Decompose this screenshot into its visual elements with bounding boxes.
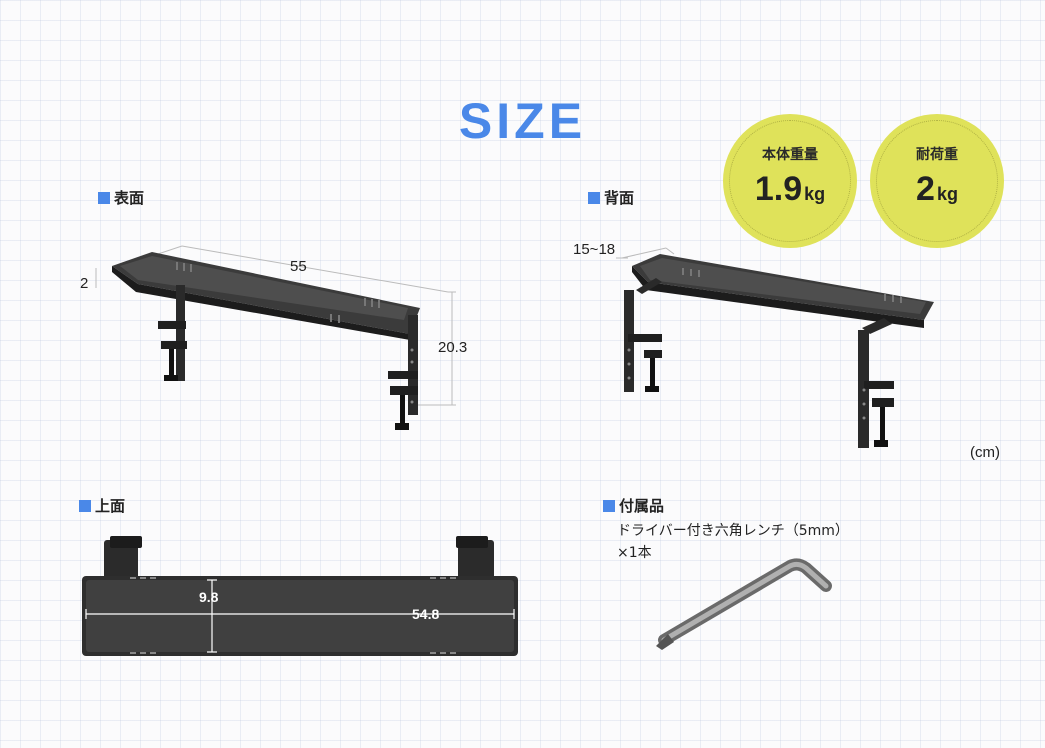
section-accessories: 付属品 xyxy=(603,495,664,516)
square-bullet-icon xyxy=(603,499,615,512)
accessory-quantity: ×1本 xyxy=(617,545,652,561)
square-bullet-icon xyxy=(98,191,110,204)
weight-unit: kg xyxy=(804,184,826,204)
accessory-description: ドライバー付き六角レンチ（5mm） ×1本 xyxy=(617,520,849,564)
dim-top-depth: 9.8 xyxy=(199,589,219,605)
dim-front-height-total: 20.3 xyxy=(438,339,468,356)
load-capacity-value: 2 xyxy=(916,170,935,208)
unit-note: (cm) xyxy=(970,444,1000,461)
weight-value: 1.9 xyxy=(754,170,803,208)
square-bullet-icon xyxy=(588,191,600,204)
dim-front-tray-height: 2 xyxy=(80,275,89,292)
page-title: SIZE xyxy=(458,93,587,149)
dim-back-depth: 15~18 xyxy=(573,241,616,258)
load-capacity-unit: kg xyxy=(936,184,958,204)
accessory-name: ドライバー付き六角レンチ（5mm） xyxy=(617,523,849,539)
weight-label: 本体重量 xyxy=(762,147,818,163)
square-bullet-icon xyxy=(79,499,91,512)
dim-front-width: 55 xyxy=(290,258,307,275)
section-front: 表面 xyxy=(98,187,144,208)
section-back: 背面 xyxy=(588,187,634,208)
section-top: 上面 xyxy=(79,495,125,516)
dim-top-width: 54.8 xyxy=(412,606,440,622)
load-capacity-label: 耐荷重 xyxy=(916,147,958,163)
